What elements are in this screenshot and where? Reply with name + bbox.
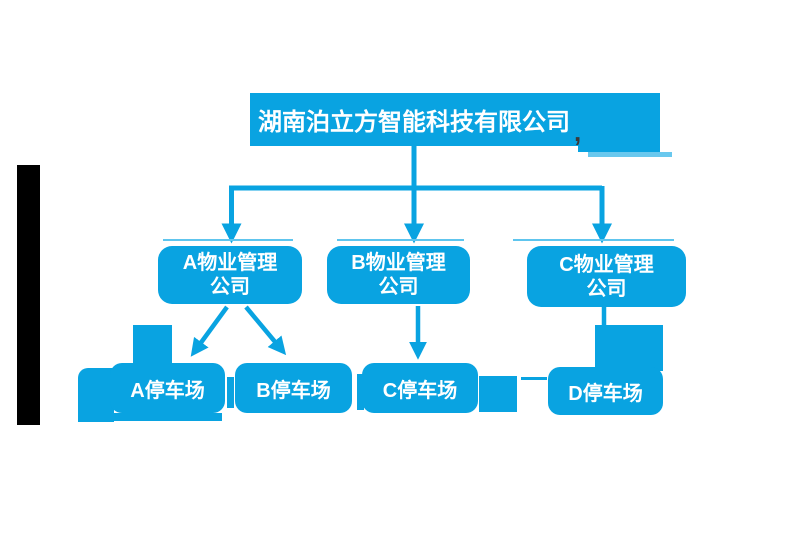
black-bar-artifact <box>17 165 40 425</box>
node-property-company-c: C物业管理 公司 <box>527 246 686 307</box>
node-property-company-a: A物业管理 公司 <box>158 246 302 304</box>
light-strip-artifact <box>588 152 672 157</box>
node-root-company: 湖南泊立方智能科技有限公司 <box>250 93 578 146</box>
comma-glyph-artifact: , <box>574 117 582 147</box>
extension-right-of-lot-c-artifact <box>479 376 517 412</box>
node-parking-lot-c: C停车场 <box>362 363 478 413</box>
node-label-line2: 公司 <box>586 277 627 300</box>
node-property-company-b: B物业管理 公司 <box>327 246 470 304</box>
node-parking-lot-d: D停车场 <box>548 367 663 415</box>
node-parking-lot-b: B停车场 <box>235 363 352 413</box>
node-root-label: 湖南泊立方智能科技有限公司 <box>258 109 570 136</box>
node-label-line1: A物业管理 <box>182 252 278 274</box>
strip-between-lot-b-c-artifact <box>357 374 364 410</box>
root-box-extension-artifact <box>578 93 660 152</box>
node-label-line2: 公司 <box>209 276 250 298</box>
node-parking-lot-a: A停车场 <box>110 363 225 413</box>
node-label-line1: C物业管理 <box>559 253 654 276</box>
node-label-line2: 公司 <box>378 276 419 298</box>
arrow-a-to-lot-b <box>244 305 287 356</box>
node-label: C停车场 <box>382 379 458 402</box>
node-label: A停车场 <box>130 379 205 402</box>
arrow-a-to-lot-a <box>190 305 229 357</box>
rect-above-lot-d-artifact <box>595 325 663 371</box>
strip-between-lot-a-b-artifact <box>227 377 234 408</box>
node-label-line1: B物业管理 <box>351 252 446 274</box>
tab-above-lot-a-artifact <box>133 325 172 367</box>
strip-below-lot-a-artifact <box>85 413 222 421</box>
node-label: B停车场 <box>256 379 331 402</box>
node-label: D停车场 <box>568 382 643 405</box>
